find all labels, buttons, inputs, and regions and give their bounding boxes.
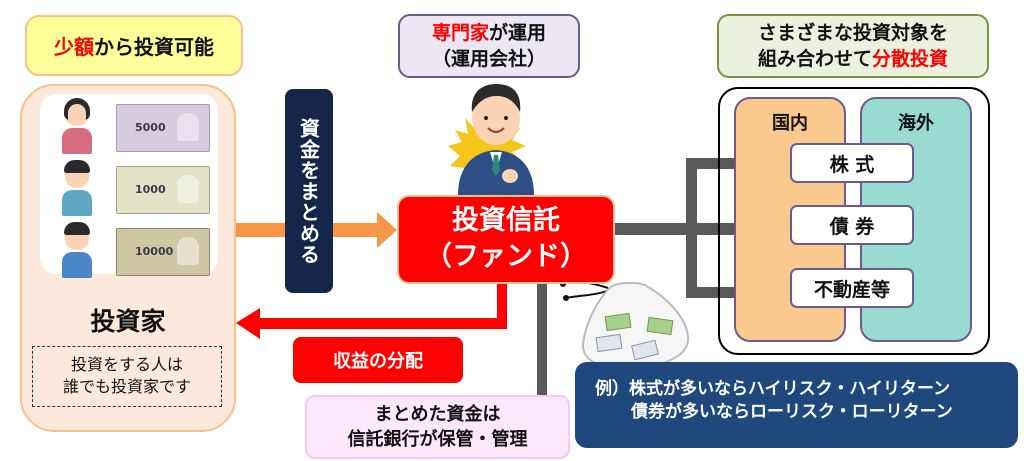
fund-manager-label: 専門家が運用 （運用会社） xyxy=(398,14,580,78)
asset-bonds: 債 券 xyxy=(790,205,914,245)
investor-man-icon xyxy=(62,160,92,218)
trust-bank-custody-label: まとめた資金は 信託銀行が保管・管理 xyxy=(305,395,570,459)
investor-boy-icon xyxy=(62,222,92,280)
distribution-arrow xyxy=(236,284,507,339)
investment-trust-fund: 投資信託 （ファンド） xyxy=(397,195,615,284)
asset-classes-frame xyxy=(718,87,990,355)
investor-woman-icon xyxy=(62,98,92,156)
overseas-label: 海外 xyxy=(898,113,934,134)
small-amount-highlight: 少額 xyxy=(54,35,94,59)
gather-funds-label: 資金をまとめる xyxy=(285,89,333,293)
investor-note: 投資をする人は 誰でも投資家です xyxy=(32,346,222,407)
risk-return-example: 例）株式が多いならハイリスク・ハイリターン 債券が多いならローリスク・ローリター… xyxy=(575,362,1018,448)
diversified-investment-label: さまざまな投資対象を 組み合わせて分散投資 xyxy=(717,14,989,78)
small-amount-rest: から投資可能 xyxy=(94,35,214,59)
securities-bag-icon xyxy=(560,280,690,370)
profit-distribution-label: 収益の分配 xyxy=(293,337,463,383)
investor-title: 投資家 xyxy=(90,307,166,336)
bill-5000-icon: 5000 xyxy=(116,104,210,152)
asset-real-estate: 不動産等 xyxy=(790,268,914,308)
bill-1000-icon: 1000 xyxy=(116,166,210,214)
small-amount-label: 少額から投資可能 xyxy=(25,15,243,76)
fund-manager-icon xyxy=(448,84,534,195)
investor-illustration-area: 5000 1000 10000 xyxy=(40,94,218,278)
domestic-label: 国内 xyxy=(772,113,808,134)
custody-line xyxy=(537,284,547,395)
bill-10000-icon: 10000 xyxy=(116,228,210,276)
asset-stocks: 株 式 xyxy=(790,143,914,183)
